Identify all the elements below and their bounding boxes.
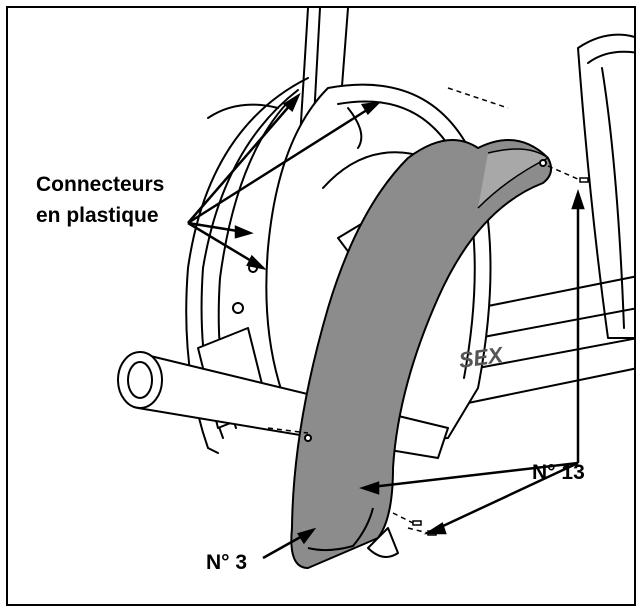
plastic-connectors-label-line1: Connecteurs (36, 173, 165, 196)
part-3-label: N° 3 (206, 551, 248, 574)
side-cover (290, 139, 553, 569)
diagram-frame: SEX (6, 6, 636, 606)
brand-text: SEX (457, 342, 505, 373)
console (577, 33, 634, 339)
frame-rail (477, 275, 634, 309)
bike-illustration: SEX (117, 8, 634, 569)
connector-callout-arrow (187, 95, 299, 224)
plastic-connectors-label-line2: en plastique (36, 204, 159, 227)
part-13-label: N° 13 (532, 461, 585, 484)
